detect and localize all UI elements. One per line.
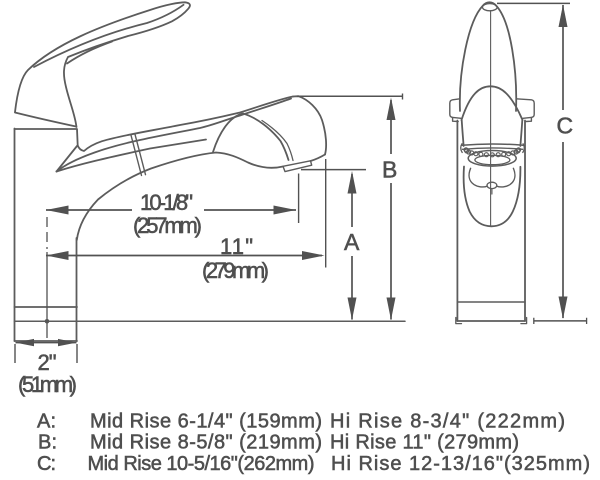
svg-text:C:: C:	[37, 453, 56, 475]
svg-text:A: A	[344, 229, 360, 255]
svg-text:B:: B:	[38, 432, 57, 454]
svg-text:Hi Rise 11" (279mm): Hi Rise 11" (279mm)	[330, 432, 519, 454]
svg-text:Mid Rise 8-5/8" (219mm): Mid Rise 8-5/8" (219mm)	[90, 432, 322, 454]
svg-text:(279mm): (279mm)	[202, 258, 269, 283]
svg-text:C: C	[557, 113, 574, 139]
svg-text:11": 11"	[220, 234, 253, 259]
svg-text:10-1/8": 10-1/8"	[140, 190, 193, 215]
svg-text:2": 2"	[38, 350, 57, 375]
svg-text:Hi Rise 12-13/16"(325mm): Hi Rise 12-13/16"(325mm)	[331, 453, 590, 475]
svg-text:(257mm): (257mm)	[133, 213, 202, 238]
svg-text:Mid Rise 10-5/16"(262mm): Mid Rise 10-5/16"(262mm)	[88, 453, 315, 475]
svg-text:B: B	[382, 157, 397, 183]
svg-text:(51mm): (51mm)	[18, 372, 77, 397]
svg-text:A:: A:	[37, 411, 56, 433]
svg-text:Hi Rise 8-3/4" (222mm): Hi Rise 8-3/4" (222mm)	[330, 411, 565, 433]
svg-text:Mid Rise 6-1/4" (159mm): Mid Rise 6-1/4" (159mm)	[90, 411, 322, 433]
